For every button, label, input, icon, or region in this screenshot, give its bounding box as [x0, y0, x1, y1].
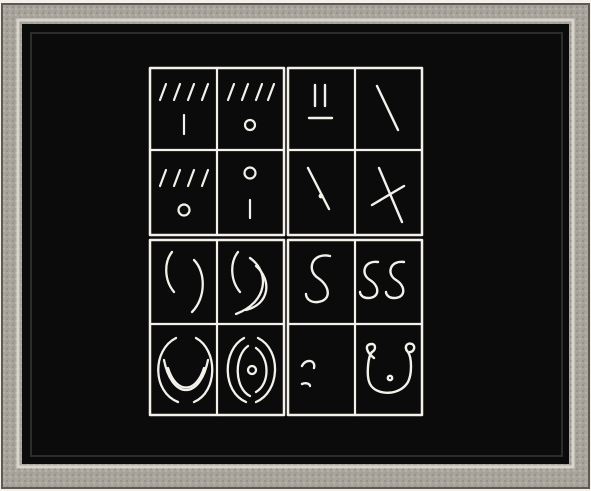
board: [22, 24, 569, 464]
